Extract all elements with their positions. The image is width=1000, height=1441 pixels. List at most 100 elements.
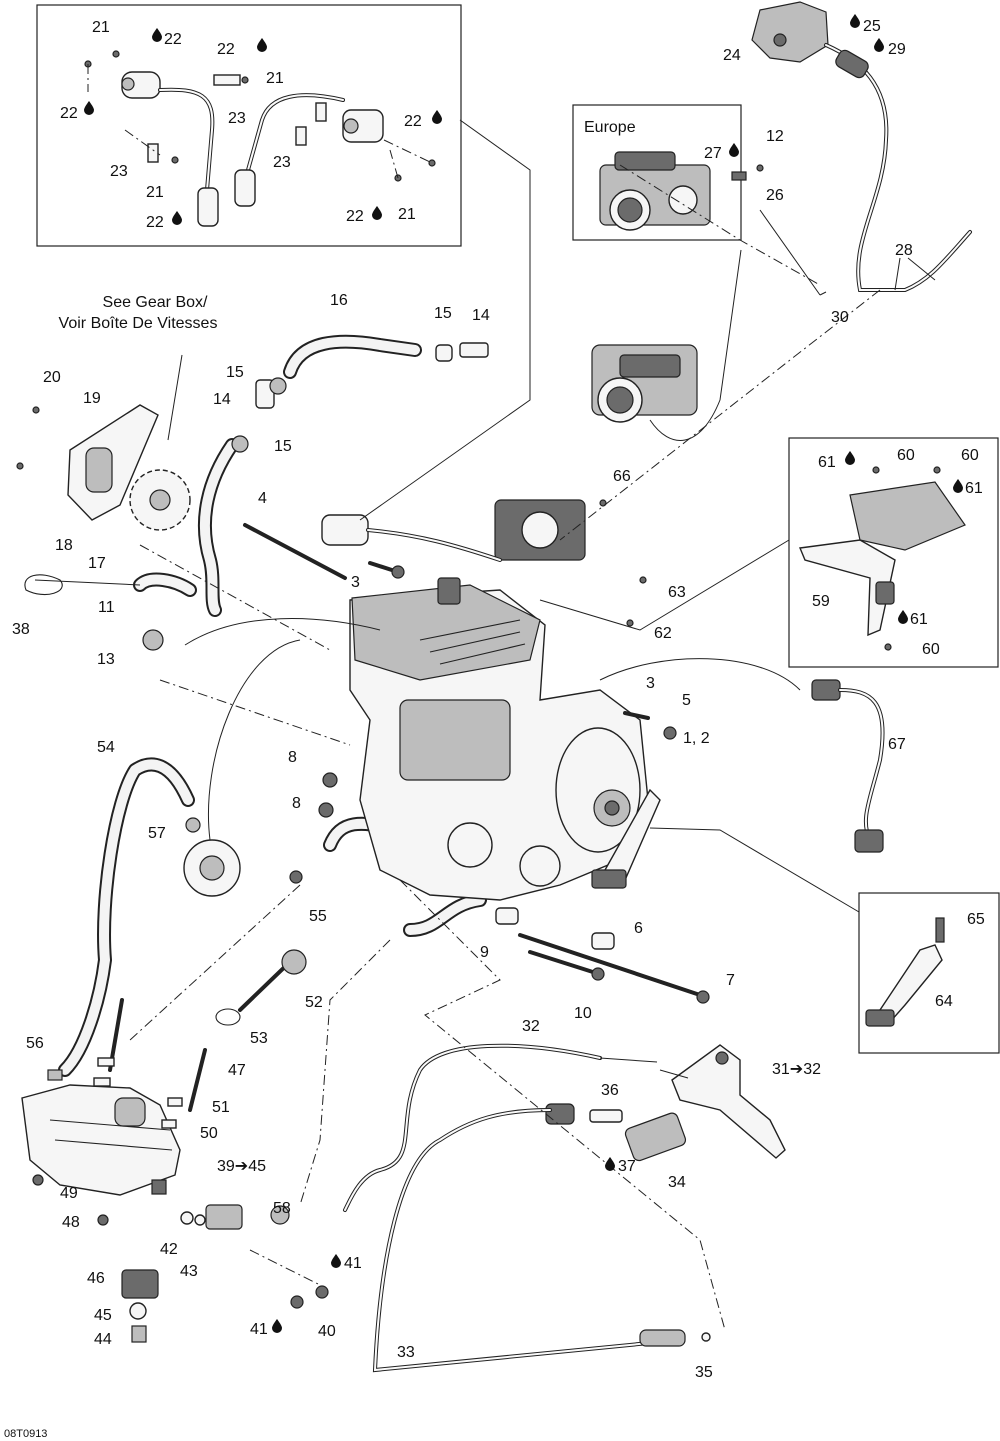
gearshift-pedal [591,788,661,889]
throttle-housing [751,1,972,292]
label-40: 40 [318,1323,336,1340]
label-16: 16 [330,292,348,309]
label-23b: 23 [110,163,128,180]
label-60b: 60 [961,447,979,464]
label-28: 28 [895,242,913,259]
fasteners [142,342,710,1004]
label-5: 5 [682,692,691,709]
label-21b: 21 [266,70,284,87]
label-30: 30 [831,309,849,326]
label-37: 37 [618,1158,636,1175]
shift-lever [865,917,945,1027]
label-6: 6 [634,920,643,937]
label-25: 25 [863,18,881,35]
label-52: 52 [305,994,323,1011]
label-29: 29 [888,41,906,58]
hose-fittings [183,817,241,897]
label-33: 33 [397,1344,415,1361]
label-32: 32 [522,1018,540,1035]
label-50: 50 [200,1125,218,1142]
label-15c: 15 [274,438,292,455]
label-15b: 15 [226,364,244,381]
sprocket [129,469,191,531]
label-63: 63 [668,584,686,601]
label-43: 43 [180,1263,198,1280]
label-22a: 22 [164,31,182,48]
bracket-parts [799,466,966,651]
label-56: 56 [26,1035,44,1052]
label-60c: 60 [922,641,940,658]
label-15a: 15 [434,305,452,322]
label-51: 51 [212,1099,230,1116]
label-22d: 22 [404,113,422,130]
label-24: 24 [723,47,741,64]
engine-block [321,499,651,901]
label-54: 54 [97,739,115,756]
ignition-coil-inset [36,4,462,247]
europe-note: Europe [584,119,636,136]
label-42: 42 [160,1241,178,1258]
gear-box-note-line2: Voir Boîte De Vitesses [59,315,218,332]
label-18: 18 [55,537,73,554]
label-23c: 23 [273,154,291,171]
label-19: 19 [83,390,101,407]
leader-lines [34,119,936,1331]
label-23a: 23 [228,110,246,127]
label-49: 49 [60,1185,78,1202]
label-11: 11 [98,599,115,616]
label-44: 44 [94,1331,112,1348]
label-67: 67 [888,736,906,753]
label-13: 13 [97,651,115,668]
label-45: 45 [94,1307,112,1324]
label-61c: 61 [910,611,928,628]
label-22c: 22 [60,105,78,122]
label-9: 9 [480,944,489,961]
label-26: 26 [766,187,784,204]
label-58: 58 [273,1200,291,1217]
label-46: 46 [87,1270,105,1287]
label-59: 59 [812,593,830,610]
diagram-code: 08T0913 [4,1428,47,1440]
gear-box-note-line1: See Gear Box/ [103,294,209,311]
label-22e: 22 [146,214,164,231]
label-61b: 61 [965,480,983,497]
clutch-lever [545,1044,786,1162]
oil-fittings [180,1204,329,1309]
label-14a: 14 [472,307,490,324]
label-66: 66 [613,468,631,485]
clutch-cable [343,1043,711,1373]
sensor-harness [811,679,885,853]
label-60a: 60 [897,447,915,464]
ignition-coil-parts [84,50,436,227]
label-53: 53 [250,1030,268,1047]
label-64: 64 [935,993,953,1010]
oil-tank [21,998,207,1343]
label-27: 27 [704,145,722,162]
label-3b: 3 [646,675,655,692]
bracket-inset [788,437,999,668]
label-62: 62 [654,625,672,642]
label-57: 57 [148,825,166,842]
label-12: 12 [766,128,784,145]
label-34: 34 [668,1174,686,1191]
chain-ring [24,574,63,595]
label-8a: 8 [288,749,297,766]
label-3a: 3 [351,574,360,591]
label-22f: 22 [346,208,364,225]
label-14b: 14 [213,391,231,408]
label-7: 7 [726,972,735,989]
label-21a: 21 [92,19,110,36]
label-21d: 21 [398,206,416,223]
label-39: 39➔45 [217,1158,266,1175]
label-4: 4 [258,490,267,507]
label-55: 55 [309,908,327,925]
label-41b: 41 [250,1321,268,1338]
label-61a: 61 [818,454,836,471]
label-35: 35 [695,1364,713,1381]
europe-throttle-body [599,151,764,231]
label-10: 10 [574,1005,592,1022]
label-20: 20 [43,369,61,386]
sprocket-cover [16,404,159,521]
label-47: 47 [228,1062,246,1079]
